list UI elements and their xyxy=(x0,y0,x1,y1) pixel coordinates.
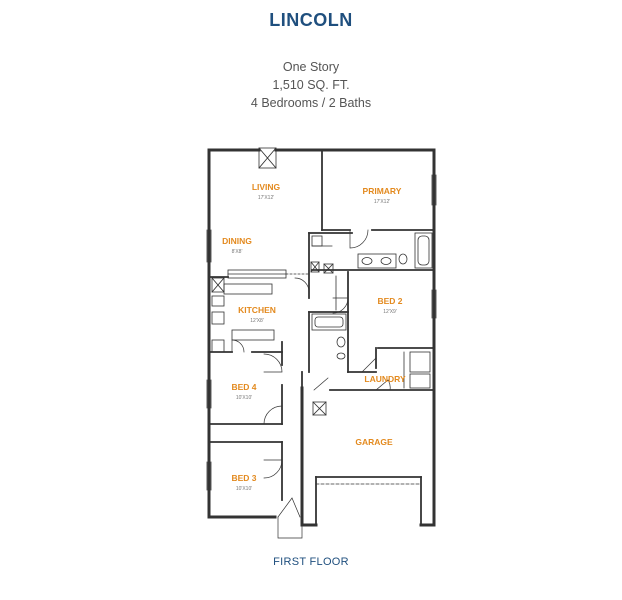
room-dim-primary: 17'X12' xyxy=(374,199,390,205)
interior-walls xyxy=(210,151,433,526)
room-bed2: BED 2 12'X9' xyxy=(377,296,402,315)
room-laundry: LAUNDRY xyxy=(364,374,406,384)
room-name-living: LIVING xyxy=(252,182,281,192)
room-name-bed3: BED 3 xyxy=(231,473,256,483)
room-dim-dining: 8'X8' xyxy=(232,249,243,255)
room-name-primary: PRIMARY xyxy=(363,186,402,196)
room-dim-living: 17'X12' xyxy=(258,195,274,201)
door-swings xyxy=(231,229,391,539)
room-living: LIVING 17'X12' xyxy=(252,182,281,201)
room-primary: PRIMARY 17'X12' xyxy=(363,186,402,205)
plan-stories: One Story xyxy=(282,60,340,74)
room-name-bed2: BED 2 xyxy=(377,296,402,306)
room-bed4: BED 4 10'X10' xyxy=(231,382,256,401)
room-dim-bed4: 10'X10' xyxy=(236,395,252,401)
room-name-laundry: LAUNDRY xyxy=(364,374,406,384)
room-garage: GARAGE xyxy=(355,437,393,447)
room-dining: DINING 8'X8' xyxy=(222,236,252,255)
windows xyxy=(206,174,437,491)
room-name-kitchen: KITCHEN xyxy=(238,305,276,315)
fixtures xyxy=(211,147,433,485)
plan-title: LINCOLN xyxy=(269,10,353,30)
room-bed3: BED 3 10'X10' xyxy=(231,473,256,492)
plan-area: 1,510 SQ. FT. xyxy=(272,78,350,92)
room-dim-bed2: 12'X9' xyxy=(383,309,397,315)
room-name-bed4: BED 4 xyxy=(231,382,256,392)
room-name-garage: GARAGE xyxy=(355,437,393,447)
room-name-dining: DINING xyxy=(222,236,252,246)
room-dim-bed3: 10'X10' xyxy=(236,486,252,492)
floor-label: FIRST FLOOR xyxy=(273,556,349,568)
room-kitchen: KITCHEN 12'X8' xyxy=(238,305,276,324)
plan-bed-bath: 4 Bedrooms / 2 Baths xyxy=(250,96,372,110)
exterior-walls xyxy=(207,148,436,527)
room-dim-kitchen: 12'X8' xyxy=(250,318,264,324)
